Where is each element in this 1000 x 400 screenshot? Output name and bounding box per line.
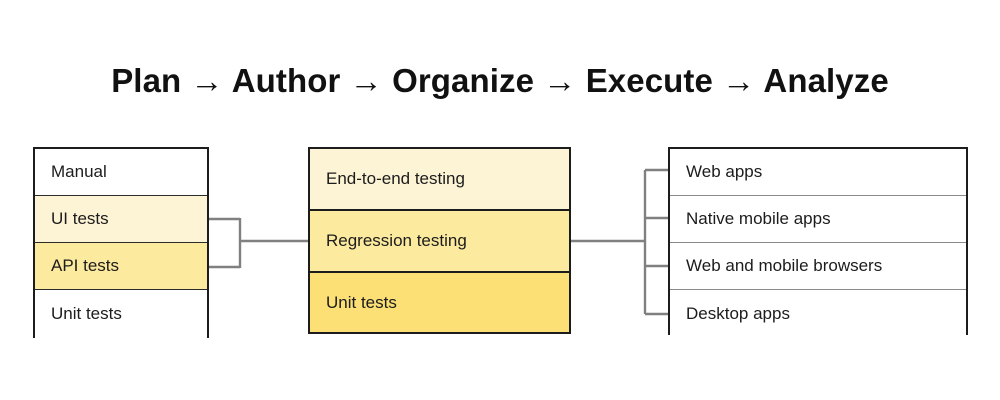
list-item[interactable]: Regression testing [310,211,569,273]
row-label: Unit tests [326,292,397,312]
row-label: End-to-end testing [326,169,465,188]
row-label: Native mobile apps [686,209,831,228]
list-item[interactable]: Web and mobile browsers [670,243,966,290]
list-item[interactable]: Native mobile apps [670,196,966,243]
column-test-types: Manual UI tests API tests Unit tests [33,147,209,338]
row-label: Regression testing [326,231,467,250]
row-label: UI tests [51,209,109,228]
row-label: Web apps [686,162,763,181]
page-title: Plan → Author → Organize → Execute → Ana… [111,62,889,99]
row-label: Web and mobile browsers [686,256,883,275]
column-test-levels: End-to-end testing Regression testing Un… [308,147,571,334]
list-item[interactable]: Unit tests [310,273,569,332]
list-item[interactable]: Manual [35,149,207,196]
list-item[interactable]: API tests [35,243,207,290]
list-item[interactable]: Unit tests [35,290,207,338]
row-label: Manual [51,162,107,181]
row-label: API tests [51,256,120,275]
list-item[interactable]: End-to-end testing [310,149,569,211]
list-item[interactable]: Web apps [670,149,966,196]
list-item[interactable]: UI tests [35,196,207,243]
row-label: Desktop apps [686,304,790,323]
list-item[interactable]: Desktop apps [670,290,966,338]
row-label: Unit tests [51,304,122,323]
column-targets: Web apps Native mobile apps Web and mobi… [668,147,968,338]
